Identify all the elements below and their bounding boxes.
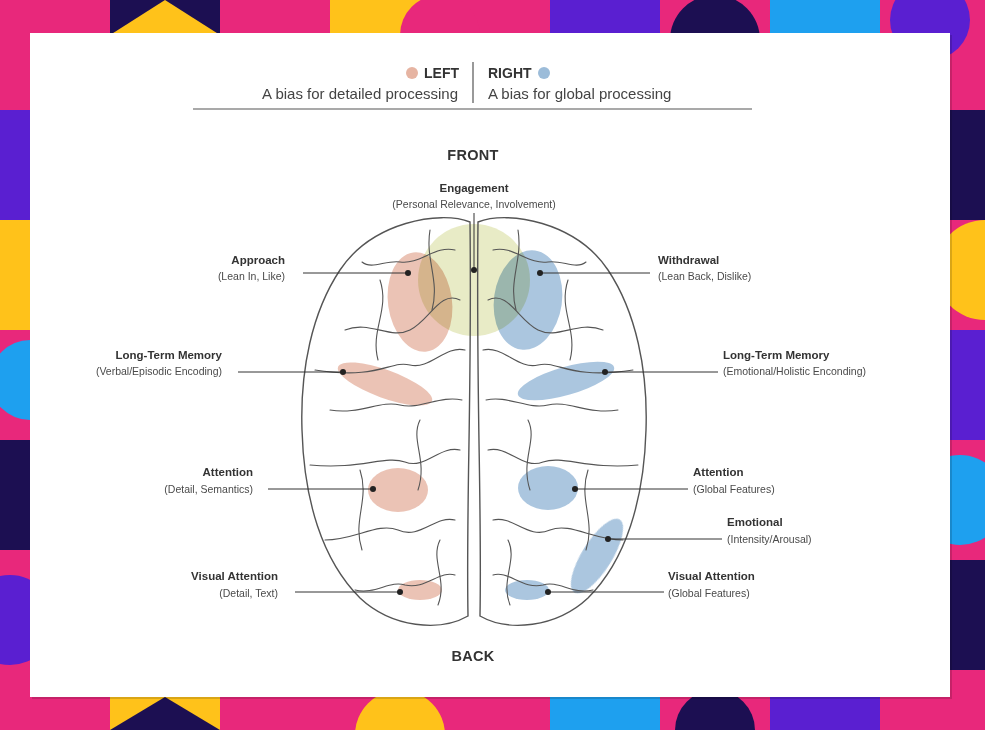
- leader-line: [540, 273, 650, 274]
- sulcus: [310, 449, 460, 466]
- legend-text: RIGHT: [488, 65, 532, 81]
- region-description: (Lean In, Like): [218, 270, 285, 282]
- legend-subtitle: A bias for global processing: [488, 85, 671, 102]
- leader-dot: [545, 589, 551, 595]
- header-rule: [193, 108, 752, 109]
- right-hemisphere: [478, 218, 647, 626]
- region-label: Visual Attention: [668, 570, 755, 583]
- leader-line: [303, 273, 408, 274]
- legend-divider: [472, 62, 473, 103]
- frame-tile: [110, 697, 220, 730]
- attention-region: [368, 468, 428, 512]
- sulcus: [330, 399, 462, 411]
- approach-region: [381, 248, 458, 356]
- leader-line: [548, 592, 664, 593]
- hemisphere-outline: [302, 218, 471, 626]
- region-description: (Personal Relevance, Involvement): [392, 198, 555, 210]
- region-description: (Verbal/Episodic Encoding): [96, 365, 222, 377]
- leader-dot: [340, 369, 346, 375]
- frame-tile: [110, 0, 220, 35]
- frame-tile: [110, 697, 220, 730]
- region-label: Engagement: [439, 182, 508, 195]
- region-label: Attention: [693, 466, 743, 479]
- frame-tile: [770, 697, 880, 730]
- region-description: (Emotional/Holistic Enconding): [723, 365, 866, 377]
- legend-item: LEFT: [400, 65, 459, 81]
- sulcus: [315, 349, 465, 373]
- sulcus: [362, 249, 455, 265]
- leader-dot: [405, 270, 411, 276]
- sulcus: [345, 298, 460, 333]
- region-label: Attention: [203, 466, 253, 479]
- memory-region: [514, 354, 618, 408]
- frame-tile: [950, 330, 985, 440]
- region-description: (Global Features): [668, 587, 750, 599]
- region-description: (Lean Back, Dislike): [658, 270, 751, 282]
- legend-text: LEFT: [424, 65, 459, 81]
- frame-tile: [0, 440, 30, 550]
- card: [30, 33, 950, 697]
- frame-tile: [550, 697, 660, 730]
- legend-item: RIGHT: [488, 65, 556, 81]
- frame-tile: [110, 0, 220, 35]
- frame-tile: [0, 220, 30, 330]
- memory-region: [333, 354, 437, 415]
- leader-line: [295, 592, 400, 593]
- leader-dot: [537, 270, 543, 276]
- leader-dot: [397, 589, 403, 595]
- region-label: Long-Term Memory: [723, 349, 830, 362]
- legend-swatch: [406, 67, 418, 79]
- frame-tile: [950, 110, 985, 220]
- frame-tile: [0, 110, 30, 220]
- region-description: (Global Features): [693, 483, 775, 495]
- visual-region: [505, 580, 549, 600]
- leader-line: [575, 489, 688, 490]
- leader-dot: [471, 267, 477, 273]
- region-label: Withdrawal: [658, 254, 719, 267]
- orientation-label: FRONT: [447, 147, 498, 164]
- leader-line: [605, 372, 718, 373]
- sulcus: [429, 230, 434, 310]
- region-label: Approach: [231, 254, 285, 267]
- legend-swatch: [538, 67, 550, 79]
- sulcus: [325, 519, 455, 540]
- leader-line: [268, 489, 373, 490]
- leader-line: [608, 539, 722, 540]
- leader-dot: [370, 486, 376, 492]
- leader-line: [474, 213, 475, 270]
- sulcus: [376, 280, 383, 360]
- region-description: (Detail, Semantics): [164, 483, 253, 495]
- leader-dot: [605, 536, 611, 542]
- sulcus: [359, 470, 363, 550]
- frame-tile: [770, 0, 880, 35]
- sulcus: [437, 540, 441, 605]
- leader-dot: [572, 486, 578, 492]
- frame-tile: [550, 0, 660, 35]
- sulcus: [417, 420, 421, 490]
- region-label: Visual Attention: [191, 570, 278, 583]
- leader-dot: [602, 369, 608, 375]
- legend-subtitle: A bias for detailed processing: [262, 85, 458, 102]
- region-description: (Intensity/Arousal): [727, 533, 812, 545]
- region-label: Emotional: [727, 516, 783, 529]
- region-label: Long-Term Memory: [116, 349, 223, 362]
- orientation-label: BACK: [451, 648, 494, 665]
- leader-line: [238, 372, 343, 373]
- visual-region: [398, 580, 442, 600]
- frame-tile: [950, 560, 985, 670]
- region-description: (Detail, Text): [219, 587, 278, 599]
